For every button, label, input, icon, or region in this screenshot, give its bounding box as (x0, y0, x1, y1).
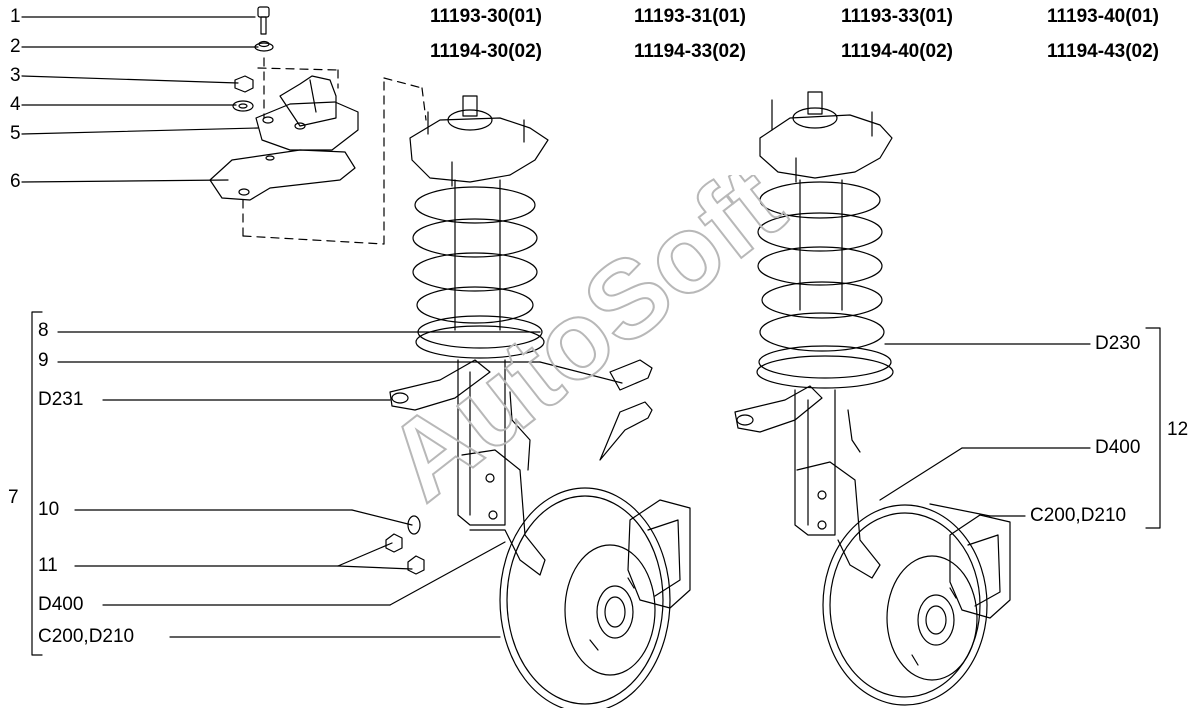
code-col3-top: 11193-33(01) (841, 6, 953, 27)
callout-11: 11 (38, 555, 58, 576)
top-mount-parts (209, 6, 359, 201)
strut-left (385, 95, 653, 576)
assembly-dashed-lines (242, 57, 427, 245)
callout-8: 8 (38, 320, 49, 341)
leader-lines-right (879, 343, 1091, 517)
callout-2: 2 (10, 36, 21, 57)
callout-d400-right: D400 (1095, 437, 1141, 458)
bracket-group-12 (1145, 327, 1161, 529)
callout-d400-left: D400 (38, 594, 84, 615)
code-col1-top: 11193-30(01) (430, 6, 542, 27)
code-col4-bottom: 11194-43(02) (1047, 41, 1159, 62)
watermark-text: AutoSoft (395, 175, 806, 524)
strut-right (734, 91, 894, 579)
callout-9: 9 (38, 350, 49, 371)
watermark-logo: AutoSoft (395, 175, 807, 525)
callout-7: 7 (8, 487, 19, 508)
callout-1: 1 (10, 6, 21, 27)
callout-12: 12 (1167, 419, 1189, 440)
callout-5: 5 (10, 123, 21, 144)
leader-lines-top-left (21, 16, 259, 183)
callout-3: 3 (10, 65, 21, 86)
callout-10: 10 (38, 499, 60, 520)
bracket-group-7 (31, 311, 43, 656)
callout-4: 4 (10, 94, 21, 115)
code-col2-top: 11193-31(01) (634, 6, 746, 27)
brake-disc-right (822, 504, 1011, 706)
code-col3-bottom: 11194-40(02) (841, 41, 953, 62)
leader-lines-bottom-left (57, 331, 623, 638)
callout-c200-left: C200,D210 (38, 626, 135, 647)
code-col1-bottom: 11194-30(02) (430, 41, 542, 62)
callout-d231: D231 (38, 389, 84, 410)
code-col2-bottom: 11194-33(02) (634, 41, 746, 62)
callout-d230: D230 (1095, 333, 1141, 354)
callout-c200-right: C200,D210 (1030, 505, 1127, 526)
callout-6: 6 (10, 171, 21, 192)
code-col4-top: 11193-40(01) (1047, 6, 1159, 27)
brake-disc-left (499, 487, 691, 708)
